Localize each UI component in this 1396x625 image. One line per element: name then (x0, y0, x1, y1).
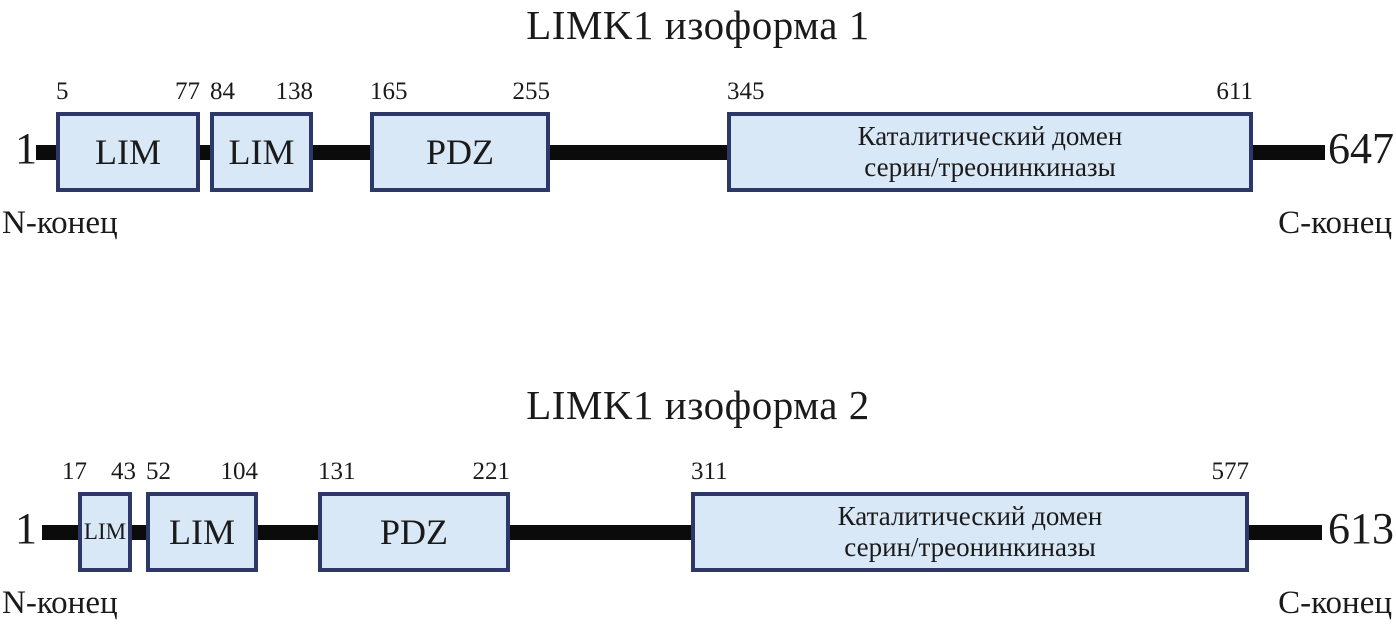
isoform-1-diagram: LIMK1 изоформа 1 1 647 5 77 LIM 84 138 L… (0, 0, 1396, 312)
domain-end-number: 577 (1211, 458, 1250, 485)
domain-end-number: 104 (220, 458, 259, 485)
domain-boundary-numbers: 17 43 (62, 458, 136, 486)
isoform-1-title: LIMK1 изоформа 1 (526, 2, 870, 48)
domain-boundary-numbers: 84 138 (210, 78, 313, 106)
end-residue-number: 647 (1328, 124, 1394, 173)
domain-box-pdz: PDZ (318, 492, 510, 572)
domain-box-kinase: Каталитический домен серин/треонинкиназы (691, 492, 1249, 572)
c-terminus-label: C-конец (1278, 205, 1392, 241)
domain-end-number: 611 (1216, 78, 1253, 105)
domain-label-line-2: серин/треонинкиназы (864, 152, 1116, 182)
start-residue-number: 1 (15, 504, 37, 553)
c-terminus-label: C-конец (1278, 585, 1392, 621)
domain-end-number: 77 (175, 78, 200, 105)
domain-boundary-numbers: 131 221 (318, 458, 510, 486)
domain-end-number: 138 (275, 78, 314, 105)
isoform-2-diagram: LIMK1 изоформа 2 1 613 17 43 LIM 52 104 … (0, 380, 1396, 625)
start-residue-number: 1 (15, 124, 37, 173)
n-terminus-label: N-конец (2, 585, 118, 621)
domain-boundary-numbers: 311 577 (691, 458, 1249, 486)
domain-end-number: 43 (111, 458, 136, 485)
domain-end-number: 255 (512, 78, 551, 105)
domain-label: PDZ (425, 132, 494, 172)
domain-box-lim-1: LIM (56, 112, 200, 192)
domain-boundary-numbers: 345 611 (727, 78, 1253, 106)
domain-box-lim-2: LIM (210, 112, 313, 192)
domain-start-number: 84 (210, 78, 235, 105)
domain-box-kinase: Каталитический домен серин/треонинкиназы (727, 112, 1253, 192)
domain-end-number: 221 (472, 458, 511, 485)
n-terminus-label: N-конец (2, 205, 118, 241)
domain-label: Каталитический домен серин/треонинкиназы (858, 121, 1123, 183)
domain-boundary-numbers: 165 255 (370, 78, 550, 106)
domain-label: LIM (95, 132, 161, 172)
domain-label: LIM (169, 512, 235, 552)
domain-start-number: 311 (691, 458, 728, 485)
domain-label-line-1: Каталитический домен (837, 501, 1103, 531)
domain-start-number: 52 (146, 458, 171, 485)
domain-start-number: 165 (370, 78, 408, 105)
domain-start-number: 5 (56, 78, 69, 105)
domain-box-lim-1: LIM (78, 492, 132, 572)
domain-label-line-1: Каталитический домен (857, 121, 1123, 151)
domain-label: PDZ (379, 512, 448, 552)
domain-label: LIM (83, 519, 127, 544)
domain-boundary-numbers: 52 104 (146, 458, 258, 486)
isoform-2-title: LIMK1 изоформа 2 (526, 382, 870, 428)
domain-box-pdz: PDZ (370, 112, 550, 192)
domain-box-lim-2: LIM (146, 492, 258, 572)
domain-boundary-numbers: 5 77 (56, 78, 200, 106)
domain-label: Каталитический домен серин/треонинкиназы (838, 501, 1103, 563)
domain-label-line-2: серин/треонинкиназы (844, 532, 1096, 562)
domain-start-number: 131 (318, 458, 356, 485)
domain-start-number: 17 (62, 458, 87, 485)
end-residue-number: 613 (1328, 504, 1394, 553)
domain-label: LIM (228, 132, 295, 172)
domain-start-number: 345 (727, 78, 765, 105)
